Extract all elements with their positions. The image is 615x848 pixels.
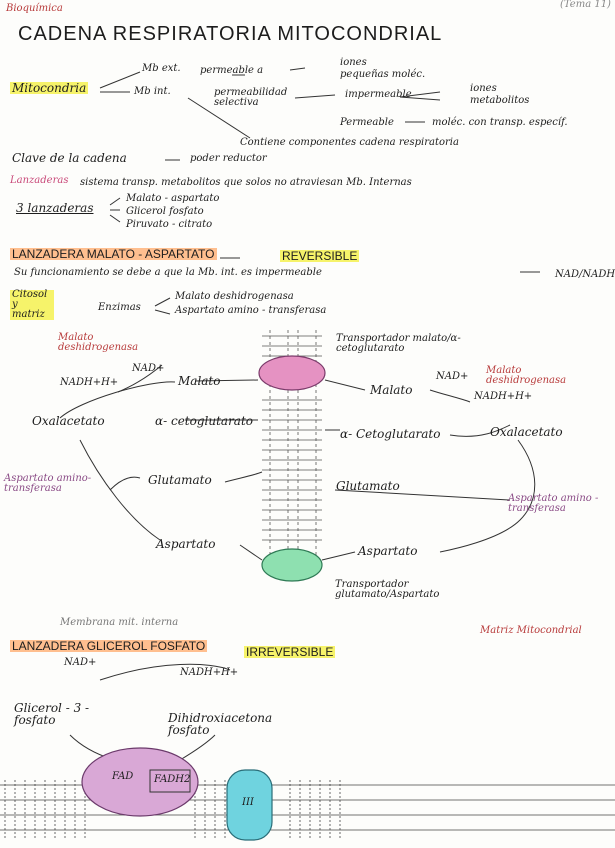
- aspartato-right: Aspartato: [358, 545, 417, 557]
- complex-iii-label: III: [242, 798, 254, 808]
- fad-label: FAD: [112, 772, 133, 782]
- contiene-label: Contiene componentes cadena respiratoria: [240, 138, 459, 148]
- molec-transp: moléc. con transp. específ.: [432, 118, 568, 128]
- section1-tag: REVERSIBLE: [280, 250, 359, 262]
- page-title: CADENA RESPIRATORIA MITOCONDRIAL: [18, 24, 442, 44]
- fadh2-label: FADH2: [154, 775, 190, 785]
- section1-reason: Su funcionamiento se debe a que la Mb. i…: [14, 268, 322, 278]
- impermeable-label: impermeable: [345, 90, 412, 100]
- nadh-right: NADH+H+: [474, 392, 532, 402]
- oxalacetato-left: Oxalacetato: [32, 415, 105, 427]
- section2-title: LANZADERA GLICEROL FOSFATO: [10, 640, 207, 652]
- section2-tag: IRREVERSIBLE: [244, 646, 335, 658]
- lanzadera-item-2: Glicerol fosfato: [126, 207, 204, 217]
- asp-enzyme-left: Aspartato amino-transferasa: [4, 474, 114, 494]
- dhap-label: Dihidroxiacetona fosfato: [168, 712, 278, 736]
- transporter-glutamato-aspartato: [262, 549, 322, 581]
- lanzaderas-desc: sistema transp. metabolitos que solos no…: [80, 178, 412, 188]
- malato-left: Malato: [178, 375, 220, 387]
- asp-enzyme-right: Aspartato amino - transferasa: [508, 494, 613, 514]
- iones-label: iones: [470, 84, 497, 94]
- membrana-label: Membrana mit. interna: [60, 618, 178, 628]
- enzyme-1: Malato deshidrogenasa: [175, 292, 294, 302]
- section1-reason-end: NAD/NADH: [555, 270, 615, 280]
- mb-ext-label: Mb ext.: [142, 64, 181, 74]
- mb-ext-small: pequeñas moléc.: [340, 70, 425, 80]
- nad-right: NAD+: [436, 372, 468, 382]
- aspartato-left: Aspartato: [156, 538, 215, 550]
- transporter-top-label: Transportador malato/α-cetoglutarato: [336, 334, 496, 354]
- glutamato-right: Glutamato: [336, 480, 400, 492]
- right-enzyme: Malato deshidrogenasa: [486, 366, 576, 386]
- transporter-bottom-label: Transportador glutamato/Aspartato: [335, 580, 485, 600]
- lanzaderas-count: 3 lanzaderas: [16, 202, 93, 214]
- akg-right: α- Cetoglutarato: [340, 428, 440, 440]
- permeable-label: Permeable: [340, 118, 394, 128]
- mitocondria-label: Mitocondria: [10, 82, 88, 94]
- enzimas-label: Enzimas: [98, 303, 141, 313]
- left-enzyme: Malato deshidrogenasa: [58, 333, 148, 353]
- malato-right: Malato: [370, 384, 412, 396]
- subject-label: Bioquímica: [6, 4, 63, 14]
- nadh-left: NADH+H+: [60, 378, 118, 388]
- enzyme-2: Aspartato amino - transferasa: [175, 306, 326, 316]
- metabolitos-label: metabolitos: [470, 96, 529, 106]
- matriz-label: Matriz Mitocondrial: [480, 626, 590, 636]
- clave-label: Clave de la cadena: [12, 152, 127, 164]
- lanzaderas-label: Lanzaderas: [10, 175, 68, 186]
- akg-left: α- cetoglutarato: [155, 415, 253, 427]
- perm-sel: permeabilidad selectiva: [214, 88, 309, 108]
- section1-title: LANZADERA MALATO - ASPARTATO: [10, 248, 217, 260]
- nad-left: NAD+: [132, 364, 164, 374]
- citosol-label: Citosol y matriz: [10, 290, 54, 320]
- mb-ext-desc: permeable a: [200, 66, 263, 76]
- corner-note: (Tema 11): [560, 0, 611, 10]
- transporter-malato-akg: [259, 356, 325, 390]
- lanzadera-item-1: Malato - aspartato: [126, 194, 219, 204]
- mb-ext-iones: iones: [340, 58, 367, 68]
- oxalacetato-right: Oxalacetato: [490, 426, 563, 438]
- nadh-g3p: NADH+H+: [180, 668, 238, 678]
- clave-value: poder reductor: [190, 154, 267, 164]
- glutamato-left: Glutamato: [148, 474, 212, 486]
- mb-int-label: Mb int.: [134, 87, 171, 97]
- lanzadera-item-3: Piruvato - citrato: [126, 220, 212, 230]
- g3p-label: Glicerol - 3 - fosfato: [14, 702, 104, 726]
- nad-g3p: NAD+: [64, 658, 96, 668]
